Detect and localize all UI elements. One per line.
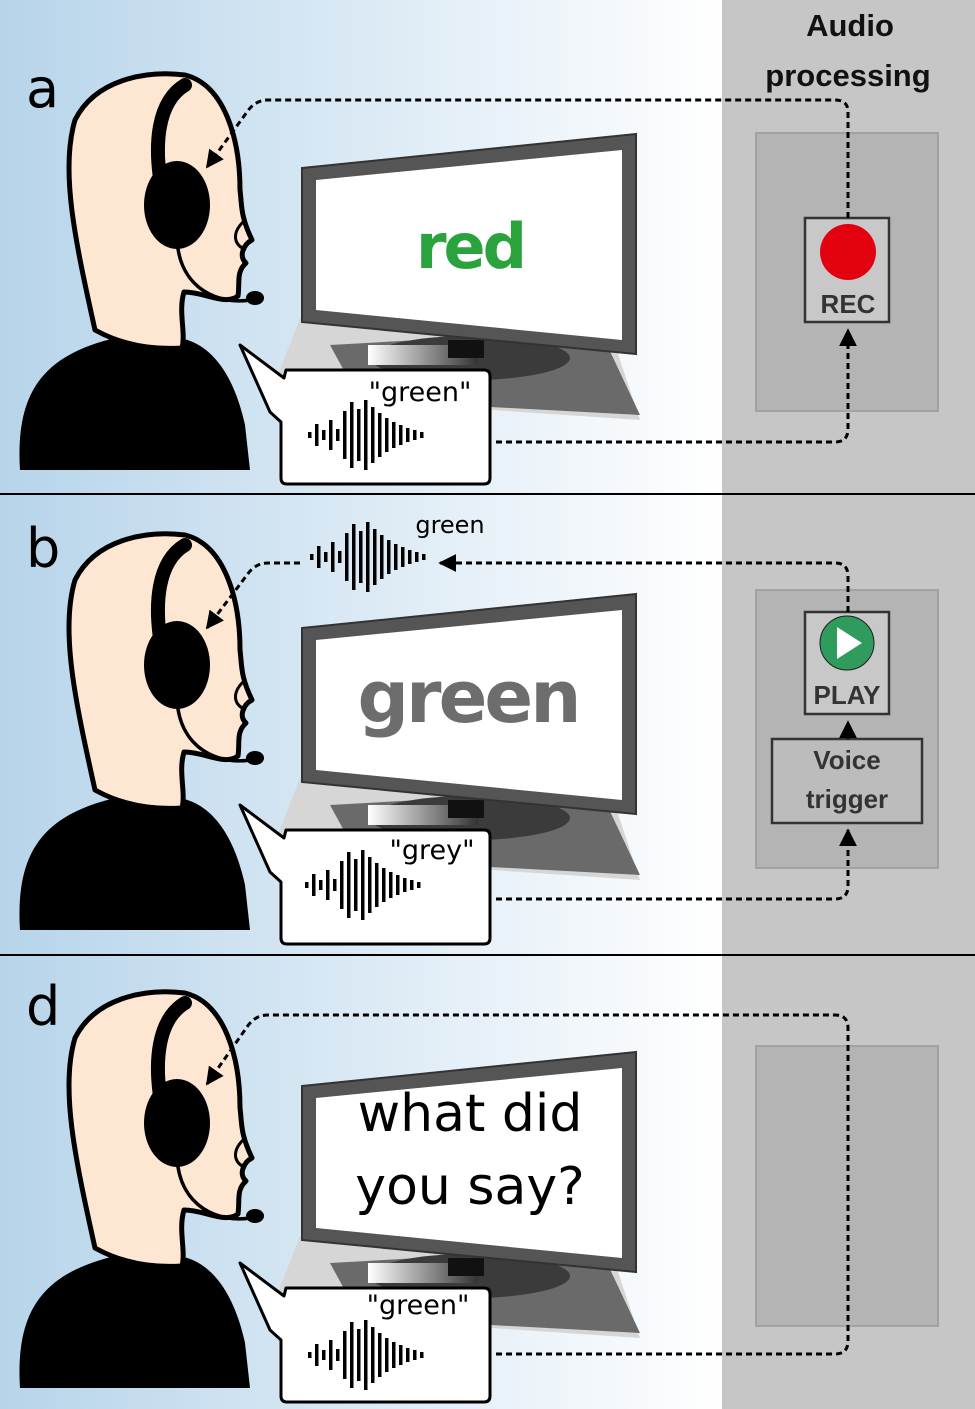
feedback-loop-path [205,1013,850,1356]
playback-path-to-ear [205,561,300,630]
panel-letter: d [26,975,60,1038]
playback-label: green [415,511,484,539]
screen-line2: you say? [355,1157,584,1217]
voice-trigger-line1: Voice [813,745,880,775]
voice-trigger-line2: trigger [806,784,888,814]
speech-quote: "green" [369,377,472,408]
speech-quote: "grey" [389,835,474,866]
panel-d: d what did you say? "green" [19,975,939,1404]
screen-word: green [358,655,579,739]
speech-quote: "green" [367,1290,470,1321]
voice-trigger-box[interactable] [770,737,924,825]
rec-label: REC [821,289,876,319]
panel-letter: b [26,517,60,580]
feedback-path [205,98,850,218]
play-icon [819,615,875,671]
panel-letter: a [26,57,59,120]
play-label: PLAY [814,680,881,710]
record-dot-icon [820,224,876,280]
panel-a: a red "green" REC [19,57,939,486]
audio-heading-line2: processing [765,58,930,93]
audio-heading-line1: Audio [806,8,894,43]
screen-word: red [416,210,524,283]
screen-line1: what did [358,1084,583,1144]
panel-b: b green "grey" green PLAY Voice trigger [19,511,939,946]
